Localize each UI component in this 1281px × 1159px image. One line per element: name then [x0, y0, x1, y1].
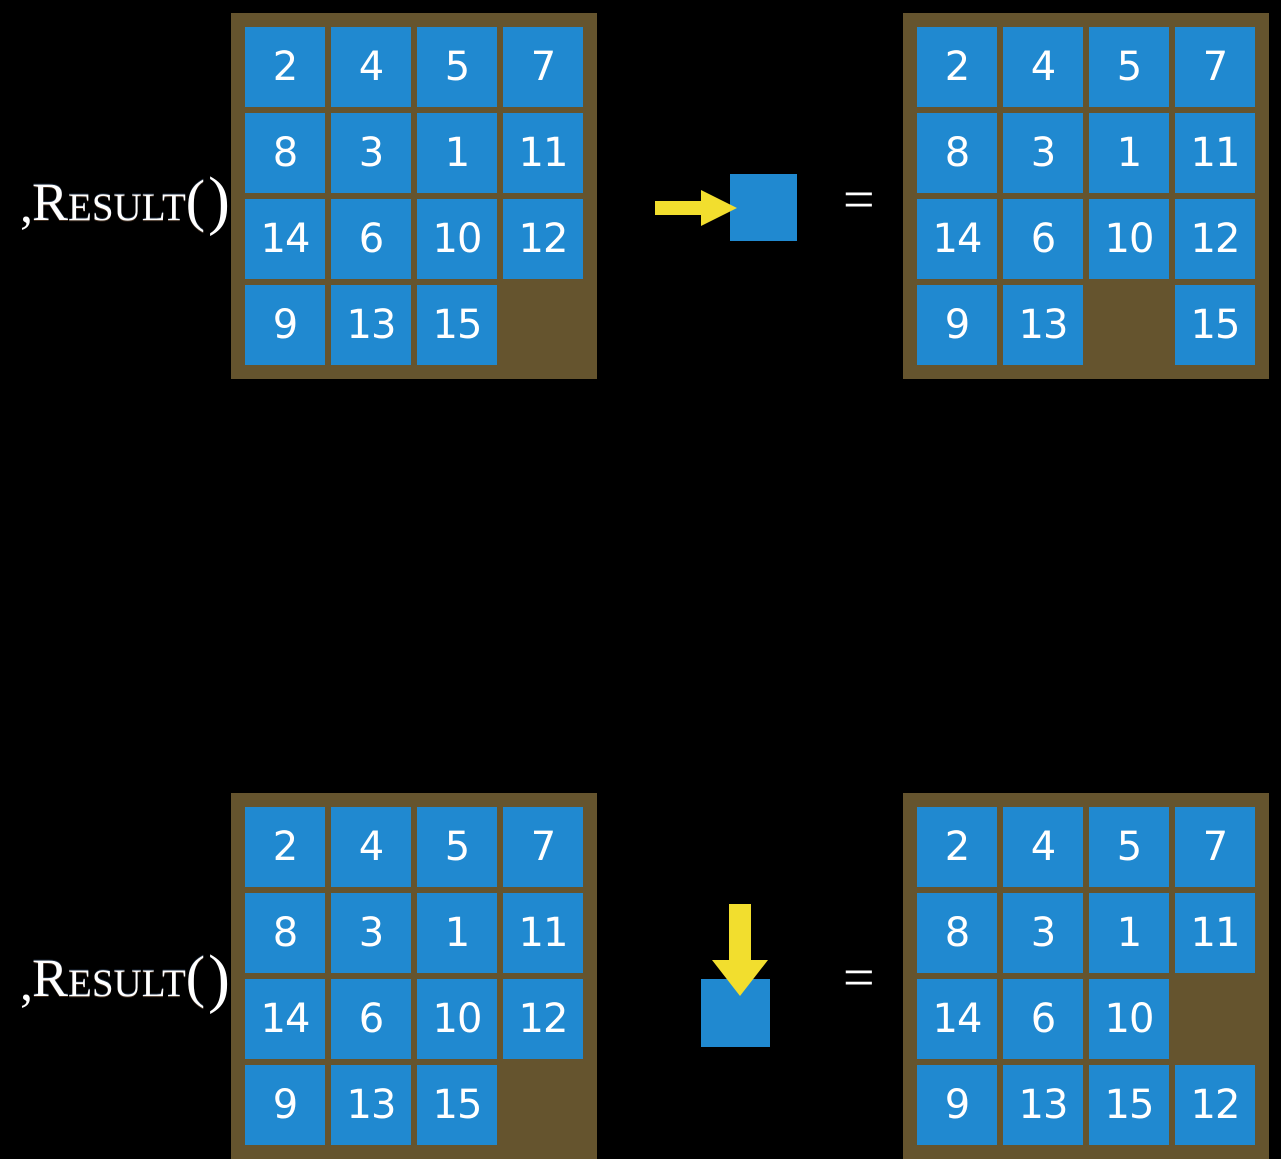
- empty-cell: [503, 285, 583, 365]
- tile[interactable]: 6: [331, 979, 411, 1059]
- tile[interactable]: 11: [503, 893, 583, 973]
- input-board-row0: 2 4 5 7 8 3 1 11 14 6 10 12 9 13 15: [231, 13, 597, 379]
- output-board-row0: 2 4 5 7 8 3 1 11 14 6 10 12 9 13 15: [903, 13, 1269, 379]
- tile[interactable]: 6: [331, 199, 411, 279]
- tile[interactable]: 3: [1003, 113, 1083, 193]
- tile[interactable]: 14: [917, 979, 997, 1059]
- tile[interactable]: 7: [503, 807, 583, 887]
- tile[interactable]: 5: [417, 807, 497, 887]
- argument-separator-comma: ,: [20, 955, 33, 1012]
- tile[interactable]: 12: [503, 199, 583, 279]
- board-grid: 2 4 5 7 8 3 1 11 14 6 10 12 9 13 15: [245, 807, 583, 1145]
- tile[interactable]: 13: [1003, 285, 1083, 365]
- tile[interactable]: 8: [917, 893, 997, 973]
- empty-cell: [503, 1065, 583, 1145]
- tile[interactable]: 14: [245, 979, 325, 1059]
- tile[interactable]: 5: [1089, 27, 1169, 107]
- result-function-label: RESULT(: [32, 172, 205, 230]
- tile[interactable]: 5: [417, 27, 497, 107]
- tile[interactable]: 11: [1175, 893, 1255, 973]
- tile[interactable]: 9: [917, 1065, 997, 1145]
- tile[interactable]: 9: [245, 1065, 325, 1145]
- tile[interactable]: 10: [417, 979, 497, 1059]
- close-paren: ): [208, 942, 230, 1015]
- tile[interactable]: 1: [417, 113, 497, 193]
- board-grid: 2 4 5 7 8 3 1 11 14 6 10 12 9 13 15: [245, 27, 583, 365]
- equation-row-slide-right: RESULT( 2 4 5 7 8 3 1 11 14 6 10 12 9 13…: [0, 0, 1281, 390]
- tile[interactable]: 12: [1175, 199, 1255, 279]
- tile[interactable]: 13: [1003, 1065, 1083, 1145]
- tile[interactable]: 15: [1175, 285, 1255, 365]
- tile[interactable]: 7: [1175, 27, 1255, 107]
- tile[interactable]: 2: [917, 807, 997, 887]
- open-paren: (: [185, 944, 206, 1009]
- tile[interactable]: 2: [917, 27, 997, 107]
- equation-row-slide-down: RESULT( 2 4 5 7 8 3 1 11 14 6 10 12 9 13…: [0, 390, 1281, 1159]
- tile[interactable]: 7: [1175, 807, 1255, 887]
- tile[interactable]: 4: [331, 27, 411, 107]
- action-tile-row0[interactable]: [730, 174, 797, 241]
- tile[interactable]: 9: [245, 285, 325, 365]
- tile[interactable]: 8: [245, 113, 325, 193]
- equals-sign: =: [843, 169, 875, 231]
- tile[interactable]: 3: [331, 113, 411, 193]
- board-grid: 2 4 5 7 8 3 1 11 14 6 10 9 13 15 12: [917, 807, 1255, 1145]
- tile[interactable]: 9: [917, 285, 997, 365]
- arrow-right-icon: [655, 190, 737, 226]
- tile[interactable]: 10: [1089, 199, 1169, 279]
- close-paren: ): [208, 164, 230, 237]
- tile[interactable]: 6: [1003, 199, 1083, 279]
- result-label-rest: ESULT: [68, 186, 186, 229]
- tile[interactable]: 2: [245, 807, 325, 887]
- equals-sign: =: [843, 947, 875, 1009]
- tile[interactable]: 14: [245, 199, 325, 279]
- tile[interactable]: 5: [1089, 807, 1169, 887]
- tile[interactable]: 7: [503, 27, 583, 107]
- tile[interactable]: 13: [331, 285, 411, 365]
- tile[interactable]: 15: [417, 1065, 497, 1145]
- tile[interactable]: 8: [245, 893, 325, 973]
- tile[interactable]: 2: [245, 27, 325, 107]
- tile[interactable]: 1: [1089, 113, 1169, 193]
- tile[interactable]: 6: [1003, 979, 1083, 1059]
- tile[interactable]: 10: [1089, 979, 1169, 1059]
- result-label-rest: ESULT: [68, 962, 186, 1005]
- tile[interactable]: 10: [417, 199, 497, 279]
- result-label-cap: R: [32, 172, 69, 232]
- tile[interactable]: 4: [1003, 807, 1083, 887]
- tile[interactable]: 1: [1089, 893, 1169, 973]
- tile[interactable]: 8: [917, 113, 997, 193]
- tile[interactable]: 12: [1175, 1065, 1255, 1145]
- tile[interactable]: 3: [331, 893, 411, 973]
- empty-cell: [1175, 979, 1255, 1059]
- input-board-row1: 2 4 5 7 8 3 1 11 14 6 10 12 9 13 15: [231, 793, 597, 1159]
- tile[interactable]: 3: [1003, 893, 1083, 973]
- tile[interactable]: 13: [331, 1065, 411, 1145]
- tile[interactable]: 4: [331, 807, 411, 887]
- tile[interactable]: 12: [503, 979, 583, 1059]
- tile[interactable]: 14: [917, 199, 997, 279]
- empty-cell: [1089, 285, 1169, 365]
- tile[interactable]: 11: [503, 113, 583, 193]
- tile[interactable]: 1: [417, 893, 497, 973]
- argument-separator-comma: ,: [20, 177, 33, 234]
- tile[interactable]: 11: [1175, 113, 1255, 193]
- tile[interactable]: 4: [1003, 27, 1083, 107]
- result-label-cap: R: [32, 948, 69, 1008]
- board-grid: 2 4 5 7 8 3 1 11 14 6 10 12 9 13 15: [917, 27, 1255, 365]
- open-paren: (: [185, 168, 206, 233]
- result-function-label: RESULT(: [32, 948, 205, 1006]
- tile[interactable]: 15: [417, 285, 497, 365]
- arrow-down-icon: [712, 904, 768, 996]
- output-board-row1: 2 4 5 7 8 3 1 11 14 6 10 9 13 15 12: [903, 793, 1269, 1159]
- tile[interactable]: 15: [1089, 1065, 1169, 1145]
